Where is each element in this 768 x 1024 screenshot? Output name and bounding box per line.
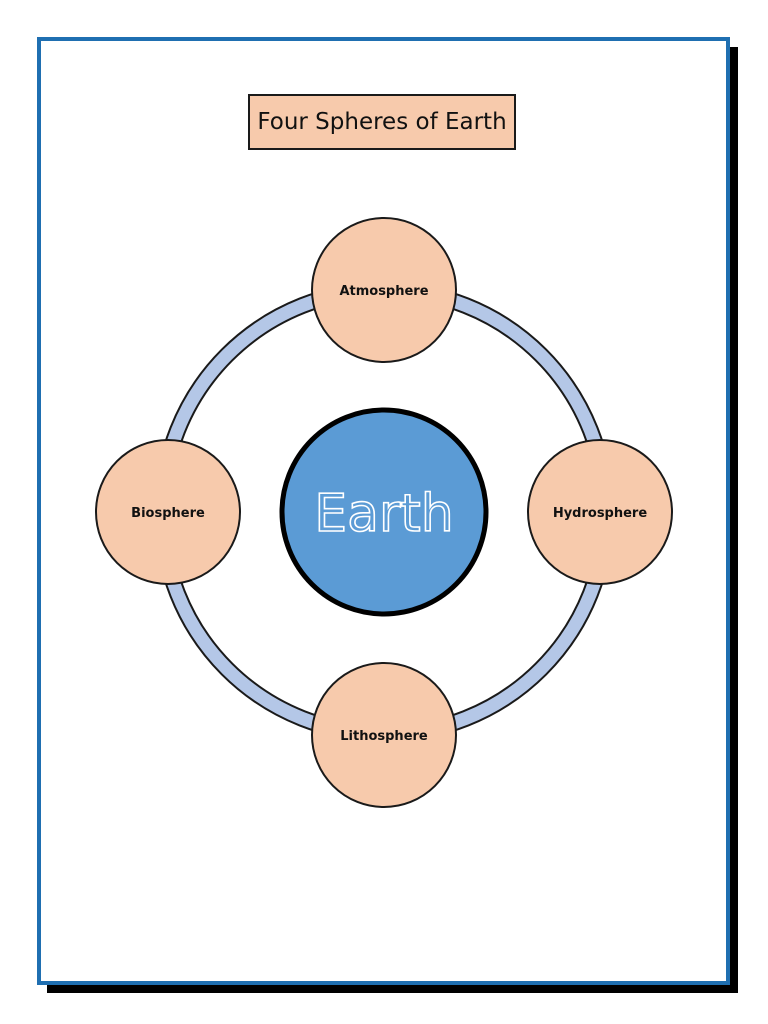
earth-node: Earth — [279, 407, 489, 617]
sphere-circle — [95, 439, 241, 585]
sphere-circle — [311, 662, 457, 808]
earth-circle — [279, 407, 489, 617]
sphere-circle — [311, 217, 457, 363]
sphere-lithosphere: Lithosphere — [311, 662, 457, 808]
sphere-label-lithosphere: Lithosphere — [340, 729, 428, 744]
sphere-hydrosphere: Hydrosphere — [527, 439, 673, 585]
sphere-biosphere: Biosphere — [95, 439, 241, 585]
sphere-label-hydrosphere: Hydrosphere — [553, 506, 648, 521]
sphere-label-atmosphere: Atmosphere — [339, 284, 428, 299]
sphere-label-biosphere: Biosphere — [131, 506, 205, 521]
sphere-atmosphere: Atmosphere — [311, 217, 457, 363]
diagram-title: Four Spheres of Earth — [248, 94, 516, 150]
sphere-circle — [527, 439, 673, 585]
earth-label: Earth — [314, 484, 453, 544]
